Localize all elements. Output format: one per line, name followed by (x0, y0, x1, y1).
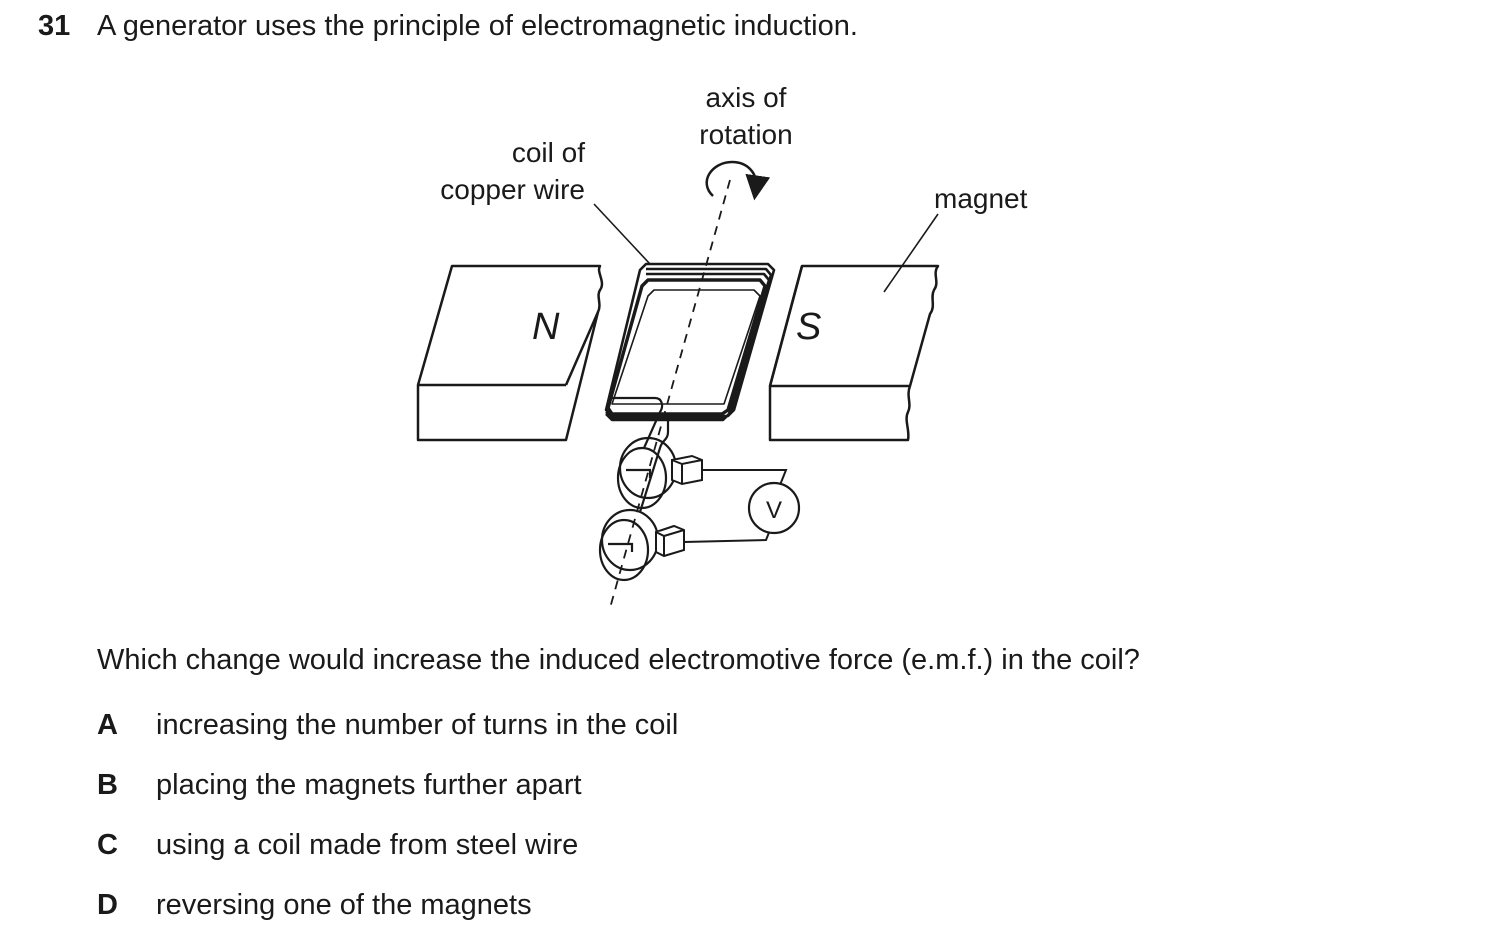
option-a-letter[interactable]: A (97, 709, 118, 741)
option-b-letter[interactable]: B (97, 769, 118, 801)
magnet-label-leader (883, 213, 939, 293)
voltmeter-label: V (766, 497, 782, 524)
option-c-letter[interactable]: C (97, 829, 118, 861)
option-d-letter[interactable]: D (97, 889, 118, 921)
rotation-arrow-icon (705, 160, 771, 201)
option-d-text[interactable]: reversing one of the magnets (156, 889, 532, 921)
coil-leads (612, 396, 670, 513)
question-stem: A generator uses the principle of electr… (97, 10, 858, 42)
lower-brush (655, 524, 685, 558)
south-magnet (768, 264, 940, 442)
north-magnet (416, 264, 604, 442)
coil (604, 262, 776, 422)
south-pole-label: S (796, 306, 821, 348)
rotation-axis (609, 179, 731, 609)
coil-label-leader (593, 203, 651, 265)
magnet-label: magnet (934, 183, 1028, 214)
lower-slip-ring (598, 508, 660, 582)
question-number: 31 (38, 10, 71, 42)
upper-brush (671, 454, 703, 486)
option-a-text[interactable]: increasing the number of turns in the co… (156, 709, 679, 741)
option-b-text[interactable]: placing the magnets further apart (156, 769, 582, 801)
option-c-text[interactable]: using a coil made from steel wire (156, 829, 579, 861)
voltmeter (747, 481, 801, 535)
axis-label-line2: rotation (699, 119, 792, 150)
generator-diagram: N S (416, 82, 1028, 609)
question-prompt: Which change would increase the induced … (97, 644, 1140, 676)
axis-label-line1: axis of (706, 82, 787, 113)
north-pole-label: N (532, 306, 560, 348)
coil-label-line1: coil of (512, 137, 585, 168)
coil-label-line2: copper wire (440, 174, 585, 205)
